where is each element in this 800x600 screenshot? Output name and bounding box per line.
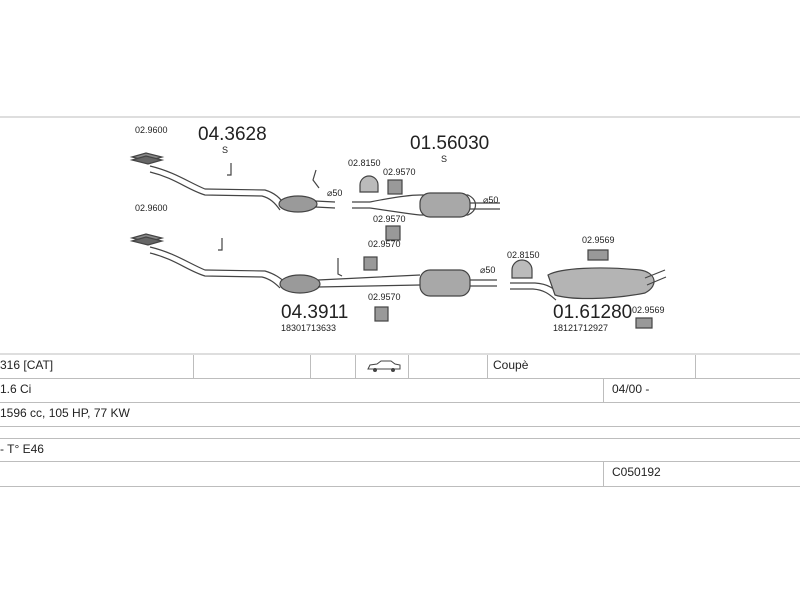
cell-divider — [193, 355, 194, 378]
rear-muffler — [547, 267, 655, 300]
rubber-mount-icon — [363, 256, 378, 271]
part-code-label: 02.9569 — [582, 235, 615, 245]
table-row-specs: 1596 cc, 105 HP, 77 KW — [0, 403, 800, 427]
rubber-hanger-icon — [359, 175, 379, 193]
chassis-cell: - T° E46 — [0, 442, 44, 456]
table-row-chassis: - T° E46 — [0, 439, 800, 462]
part-code-label: 02.9569 — [632, 305, 665, 315]
oem-number-label: 18301713633 — [281, 323, 336, 333]
center-muffler — [419, 192, 471, 218]
part-suffix-label: S — [222, 145, 228, 155]
cell-divider — [487, 355, 488, 378]
engine-cell: 1.6 Ci — [0, 382, 32, 396]
model-cell: 316 [CAT] — [0, 358, 54, 372]
diameter-label: ⌀50 — [480, 265, 495, 275]
flange-icon — [129, 155, 165, 165]
part-code-label: 02.9600 — [135, 125, 168, 135]
flange-icon — [129, 236, 165, 246]
table-row-model: 316 [CAT] Coupè — [0, 355, 800, 379]
center-muffler — [419, 269, 471, 297]
specs-cell: 1596 cc, 105 HP, 77 KW — [0, 406, 130, 420]
cell-divider — [310, 355, 311, 378]
part-code-label: 04.3911 — [281, 302, 348, 323]
table-row-spacer — [0, 427, 800, 439]
catalog-number-cell: C050192 — [612, 465, 661, 479]
pipe-segment — [470, 279, 497, 287]
date-cell: 04/00 - — [612, 382, 650, 396]
rubber-hanger-icon — [511, 259, 533, 279]
table-row-engine: 1.6 Ci 04/00 - — [0, 379, 800, 403]
cell-divider — [603, 462, 604, 486]
front-pipe — [149, 246, 286, 283]
body-type-cell: Coupè — [493, 358, 529, 372]
rubber-mount-icon — [587, 249, 609, 261]
part-code-label: 01.56030 — [410, 133, 489, 154]
diameter-label: ⌀50 — [327, 188, 342, 198]
hanger-bracket-icon — [312, 169, 320, 189]
pipe-segment — [317, 274, 421, 288]
cell-divider — [695, 355, 696, 378]
part-code-label: 02.8150 — [348, 158, 381, 168]
rubber-mount-icon — [385, 225, 401, 241]
part-code-label: 02.9570 — [368, 292, 401, 302]
lower-exhaust-line — [129, 233, 667, 329]
pipe-segment — [352, 201, 370, 209]
pipe-segment — [314, 200, 336, 209]
cell-divider — [603, 379, 604, 402]
part-code-label: 04.3628 — [198, 124, 267, 145]
oem-number-label: 18121712927 — [553, 323, 608, 333]
table-row-catalog: C050192 — [0, 462, 800, 487]
rubber-mount-icon — [635, 317, 653, 329]
front-pipe — [149, 165, 286, 206]
sensor-icon — [218, 238, 223, 251]
cell-divider — [408, 355, 409, 378]
cell-divider — [355, 355, 356, 378]
catalytic-converter — [278, 195, 318, 213]
catalytic-converter — [279, 274, 321, 294]
sensor-icon — [227, 163, 232, 176]
part-code-label: 02.9570 — [373, 214, 406, 224]
part-code-label: 02.9600 — [135, 203, 168, 213]
front-pipe — [149, 171, 281, 211]
tail-pipe — [644, 269, 667, 286]
part-code-label: 02.9570 — [383, 167, 416, 177]
upper-exhaust-line — [129, 152, 500, 241]
car-coupe-icon — [366, 359, 402, 376]
rubber-mount-icon — [387, 179, 403, 195]
front-pipe — [149, 252, 281, 289]
diameter-label: ⌀50 — [483, 195, 498, 205]
part-code-label: 02.9570 — [368, 239, 401, 249]
pipe-segment — [470, 202, 500, 210]
hanger-bracket-icon — [337, 258, 343, 277]
pipe-segment — [369, 194, 477, 216]
part-code-label: 01.61280 — [553, 302, 632, 323]
part-code-label: 02.8150 — [507, 250, 540, 260]
part-suffix-label: S — [441, 154, 447, 164]
rubber-mount-icon — [374, 306, 389, 322]
